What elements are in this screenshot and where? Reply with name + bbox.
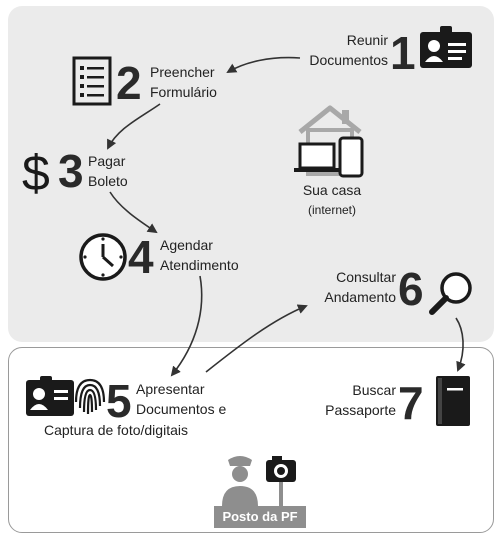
arrow-6-to-7 — [455, 317, 466, 372]
home-label: Sua casa (internet) — [290, 180, 374, 220]
office-label: Posto da PF — [214, 506, 306, 528]
step-6-line2: Andamento — [324, 289, 396, 305]
step-3-line2: Boleto — [88, 173, 128, 189]
step-5-label: Apresentar Documentos e — [136, 379, 226, 419]
passport-icon — [436, 376, 470, 426]
step-5-number: 5 — [106, 375, 132, 427]
step-5-line2: Documentos e — [136, 401, 227, 417]
step-1-line1: Reunir — [346, 32, 388, 48]
step-4-number: 4 — [128, 231, 154, 283]
step-6-label: Consultar Andamento — [292, 267, 396, 307]
id-card-fingerprint-icon — [26, 376, 106, 416]
arrow-1-to-2 — [226, 56, 301, 74]
dollar-icon: $ — [22, 145, 50, 201]
step-5-line3: Captura de foto/digitais — [44, 422, 188, 438]
step-2-line1: Preencher — [150, 64, 215, 80]
police-camera-icon — [222, 456, 296, 506]
step-2-number: 2 — [116, 57, 142, 109]
arrow-3-to-4 — [109, 191, 158, 234]
arrow-2-to-3 — [107, 103, 161, 150]
step-1-label: Reunir Documentos — [280, 30, 388, 70]
step-7-line2: Passaporte — [325, 402, 396, 418]
step-3-line1: Pagar — [88, 153, 126, 169]
step-2-label: Preencher Formulário — [150, 62, 217, 102]
step-5-line1: Apresentar — [136, 381, 205, 397]
id-card-icon — [420, 26, 472, 68]
step-7-number: 7 — [398, 377, 424, 429]
step-4-line1: Agendar — [160, 237, 213, 253]
step-4-label: Agendar Atendimento — [160, 235, 239, 275]
step-7-line1: Buscar — [352, 382, 396, 398]
step-4-line2: Atendimento — [160, 257, 239, 273]
form-list-icon — [72, 56, 112, 106]
clock-icon — [79, 233, 127, 281]
house-devices-icon — [294, 105, 364, 178]
step-3-number: 3 — [58, 145, 84, 197]
step-6-number: 6 — [398, 263, 424, 315]
arrow-5-to-6 — [205, 304, 308, 373]
arrow-4-to-5 — [170, 275, 203, 377]
magnifier-icon — [429, 272, 472, 315]
step-1-line2: Documentos — [309, 52, 388, 68]
home-line1: Sua casa — [302, 182, 362, 198]
step-2-line2: Formulário — [150, 84, 217, 100]
home-line2: (internet) — [307, 203, 357, 217]
step-6-line1: Consultar — [336, 269, 396, 285]
step-3-label: Pagar Boleto — [88, 151, 128, 191]
step-1-number: 1 — [390, 27, 416, 79]
step-7-label: Buscar Passaporte — [296, 380, 396, 420]
